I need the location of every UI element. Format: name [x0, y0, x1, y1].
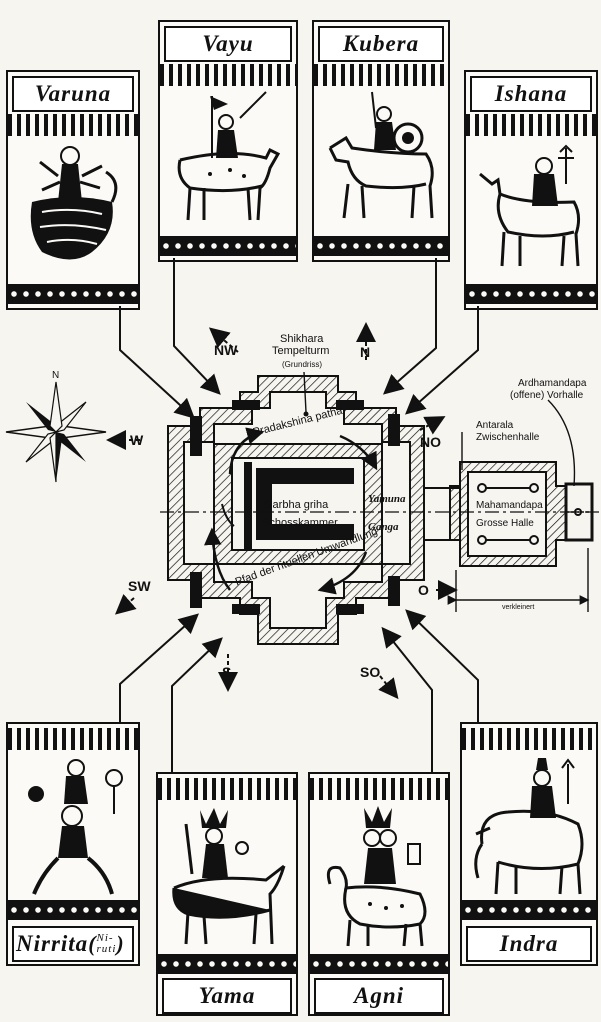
border-band	[158, 954, 296, 974]
fringe	[314, 64, 448, 86]
shikhara-label-2: Tempelturm	[272, 345, 330, 357]
indra-figure	[474, 758, 584, 895]
ganga-label: Ganga	[368, 521, 399, 533]
title-agni: Agni	[314, 978, 444, 1014]
border-band	[462, 900, 596, 920]
border-band	[466, 284, 596, 304]
dir-o: O	[418, 582, 429, 598]
nirrita-main-text: Nirrita	[16, 931, 89, 956]
scale-label: verkleinert	[502, 604, 535, 611]
fringe	[462, 728, 596, 750]
dir-so: SO	[360, 664, 381, 680]
title-ishana: Ishana	[470, 76, 592, 112]
title-varuna: Varuna	[12, 76, 134, 112]
yama-figure	[172, 808, 286, 945]
kubera-figure	[328, 91, 434, 219]
maha-label-2: Grosse Halle	[476, 518, 534, 529]
antarala-label-1: Antarala	[476, 420, 514, 431]
border-band	[310, 954, 448, 974]
fringe	[160, 64, 296, 86]
vayu-figure	[177, 91, 281, 221]
fringe	[310, 778, 448, 800]
ishana-figure	[479, 144, 581, 267]
antarala-label-2: Zwischenhalle	[476, 432, 540, 443]
paren-open: (	[88, 931, 97, 956]
title-vayu: Vayu	[164, 26, 292, 62]
panel-agni: Agni	[308, 772, 450, 1016]
border-band	[8, 900, 138, 920]
varuna-figure	[30, 146, 118, 260]
fringe	[8, 114, 138, 136]
panel-yama: Yama	[156, 772, 298, 1016]
agni-figure	[326, 806, 427, 947]
panel-nirrita: Nirrita ( Ni- ruti )	[6, 722, 140, 966]
fringe	[466, 114, 596, 136]
panel-kubera: Kubera	[312, 20, 450, 262]
panel-ishana: Ishana	[464, 70, 598, 310]
dir-sw: SW	[128, 578, 151, 594]
garbha-label-2: Schosskammer	[262, 517, 338, 529]
paren-close: )	[116, 931, 125, 956]
nirrita-alt-top: Ni-	[96, 932, 114, 944]
title-nirrita: Nirrita ( Ni- ruti )	[12, 926, 134, 962]
nirrita-alt: Ni- ruti	[97, 933, 117, 955]
ardha-label-1: Ardhamandapa	[518, 378, 587, 389]
panel-varuna: Varuna	[6, 70, 140, 310]
temple-walls	[167, 375, 425, 645]
border-band	[314, 236, 448, 256]
dir-w: W	[130, 432, 144, 448]
nirrita-figure	[28, 759, 123, 895]
compass-rose	[5, 381, 107, 483]
panel-vayu: Vayu	[158, 20, 298, 262]
title-indra: Indra	[466, 926, 592, 962]
compass-north: N	[52, 370, 60, 381]
annex	[423, 461, 594, 567]
ardha-label-2: (offene) Vorhalle	[510, 390, 584, 401]
shikhara-label-1: Shikhara	[280, 333, 324, 345]
title-kubera: Kubera	[318, 26, 444, 62]
border-band	[8, 284, 138, 304]
dir-s: S	[222, 664, 232, 680]
yamuna-label: Yamuna	[368, 493, 406, 505]
border-band	[160, 236, 296, 256]
fringe	[158, 778, 296, 800]
dir-no: NO	[420, 434, 441, 450]
garbha-label-1: Garbha griha	[264, 499, 329, 511]
title-yama: Yama	[162, 978, 292, 1014]
maha-label-1: Mahamandapa	[476, 500, 543, 511]
dir-n: N	[360, 344, 371, 360]
nirrita-alt-bottom: ruti	[96, 943, 117, 955]
panel-indra: Indra	[460, 722, 598, 966]
fringe	[8, 728, 138, 750]
shikhara-label-3: (Grundriss)	[282, 360, 323, 369]
dir-nw: NW	[214, 342, 238, 358]
